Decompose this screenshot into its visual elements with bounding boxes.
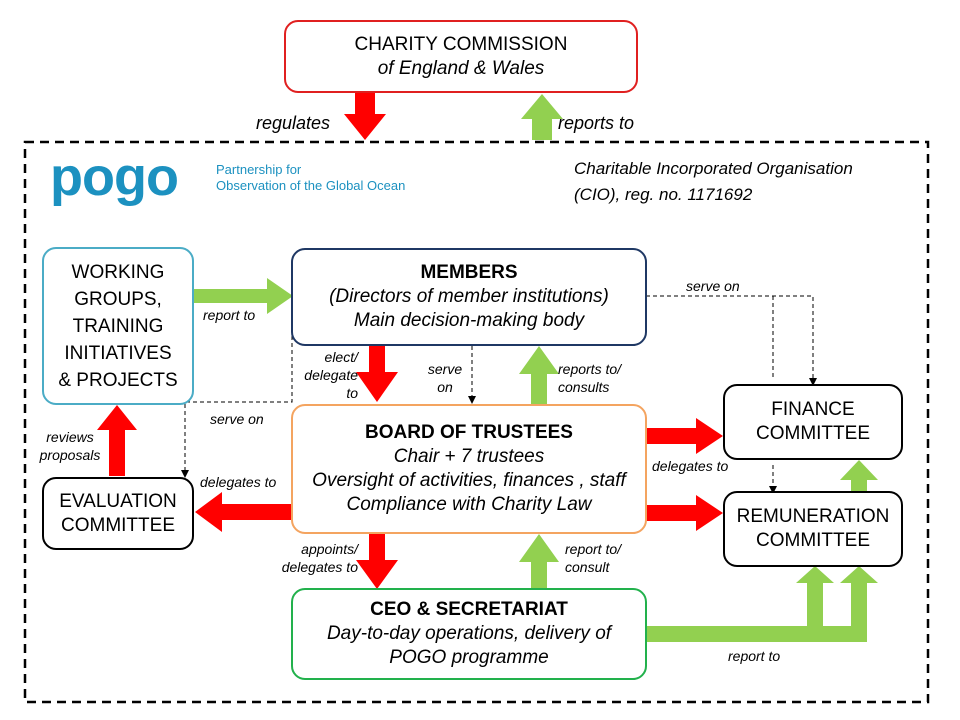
reports-consults-line1: reports to/ [558,361,622,377]
members-title: MEMBERS [420,262,518,283]
report-consult-arrow [519,534,559,588]
finance-line1: FINANCE [771,399,855,420]
delegates-to-remuneration-arrow [646,495,723,531]
pogo-logo-tagline: Partnership for Observation of the Globa… [216,162,405,194]
reviews-line2: proposals [39,447,101,463]
wg-report-to-label: report to [203,307,256,323]
finance-line2: COMMITTEE [756,423,870,444]
elect-delegate-line1: elect/ [324,349,358,365]
serve-on-wg-label: serve on [210,411,264,427]
elect-delegate-line2: delegate [304,367,358,383]
ceo-title: CEO & SECRETARIAT [370,599,568,620]
reviews-proposals-arrow [97,405,137,476]
wg-line3: TRAINING [72,315,164,337]
members-line2: Main decision-making body [353,310,585,331]
board-line2: Oversight of activities, finances , staf… [312,470,626,491]
report-consult-label: report to/ consult [565,540,621,576]
reviews-proposals-label: reviews proposals [30,428,110,464]
regulates-arrow [344,93,386,140]
logo-tagline-line2: Observation of the Global Ocean [216,178,406,193]
board-line3: Compliance with Charity Law [346,494,592,515]
serve-on-board-label: serve on [422,360,468,396]
reports-to-commission-label: reports to [558,113,635,133]
delegates-to-eval-arrow [195,492,292,532]
reports-consults-label: reports to/ consults [558,360,621,396]
remuneration-line1: REMUNERATION [736,506,890,527]
finance-committee-box: FINANCE COMMITTEE [723,384,903,460]
evaluation-line2: COMMITTEE [61,514,175,536]
serve-on-board-arrowhead [468,396,476,404]
remuneration-line2: COMMITTEE [756,530,870,551]
board-line1: Chair + 7 trustees [393,446,545,467]
evaluation-committee-box: EVALUATION COMMITTEE [42,477,194,550]
delegates-to-finance-arrow [646,418,723,454]
ceo-line2: POGO programme [389,647,549,668]
serve-on-members-line [646,295,814,380]
regulates-label: regulates [256,113,331,133]
cio-description: Charitable Incorporated Organisation (CI… [574,156,853,208]
serve-on-members-arrowhead [809,378,817,386]
wg-line1: WORKING [71,261,165,283]
serve-on-remuneration-arrowhead [769,486,777,494]
appoints-line1: appoints/ [301,541,358,557]
wg-line5: & PROJECTS [58,369,178,391]
cio-boundary [23,140,930,704]
serve-on-board-line1: serve [427,361,463,377]
wg-line4: INITIATIVES [64,342,172,364]
members-box: MEMBERS (Directors of member institution… [291,248,647,346]
wg-report-arrow [194,278,293,314]
reports-consults-line2: consults [558,379,610,395]
board-of-trustees-box: BOARD OF TRUSTEES Chair + 7 trustees Ove… [291,404,647,534]
board-title: BOARD OF TRUSTEES [365,422,573,443]
logo-tagline-line1: Partnership for [216,162,302,177]
charity-commission-box: CHARITY COMMISSION of England & Wales [284,20,638,93]
remuneration-committee-box: REMUNERATION COMMITTEE [723,491,903,567]
reviews-line1: reviews [46,429,94,445]
report-consult-line1: report to/ [565,541,622,557]
remuneration-to-finance-arrow [840,460,878,491]
cio-line1: Charitable Incorporated Organisation [574,159,853,178]
serve-on-wg-line [184,336,293,472]
working-groups-box: WORKING GROUPS, TRAINING INITIATIVES & P… [42,247,194,405]
reports-consults-arrow [519,346,559,404]
elect-delegate-line3: to [346,385,358,401]
ceo-report-to-label: report to [728,648,781,664]
serve-on-members-label: serve on [686,278,740,294]
charity-commission-subtitle: of England & Wales [377,57,545,79]
report-consult-line2: consult [565,559,610,575]
wg-line2: GROUPS, [74,288,162,310]
ceo-secretariat-box: CEO & SECRETARIAT Day-to-day operations,… [291,588,647,680]
ceo-line1: Day-to-day operations, delivery of [326,623,612,644]
elect-delegate-arrow [356,346,398,402]
appoints-line2: delegates to [281,559,358,575]
charity-commission-title: CHARITY COMMISSION [354,33,568,55]
members-line1: (Directors of member institutions) [329,286,609,307]
appoints-arrow [356,534,398,589]
reports-to-commission-arrow [521,94,563,140]
appoints-label: appoints/ delegates to [262,540,358,576]
delegates-to-eval-label: delegates to [200,474,277,490]
serve-on-wg-arrowhead [181,470,189,478]
cio-line2: (CIO), reg. no. 1171692 [574,185,753,204]
ceo-report-to-arrow-2 [823,566,878,642]
ceo-report-to-arrow [646,566,834,642]
evaluation-line1: EVALUATION [59,490,177,512]
delegates-to-committees-label: delegates to [652,458,729,474]
pogo-logo-wordmark: pogo [50,147,179,207]
elect-delegate-label: elect/ delegate to [290,348,358,402]
serve-on-board-line2: on [437,379,453,395]
